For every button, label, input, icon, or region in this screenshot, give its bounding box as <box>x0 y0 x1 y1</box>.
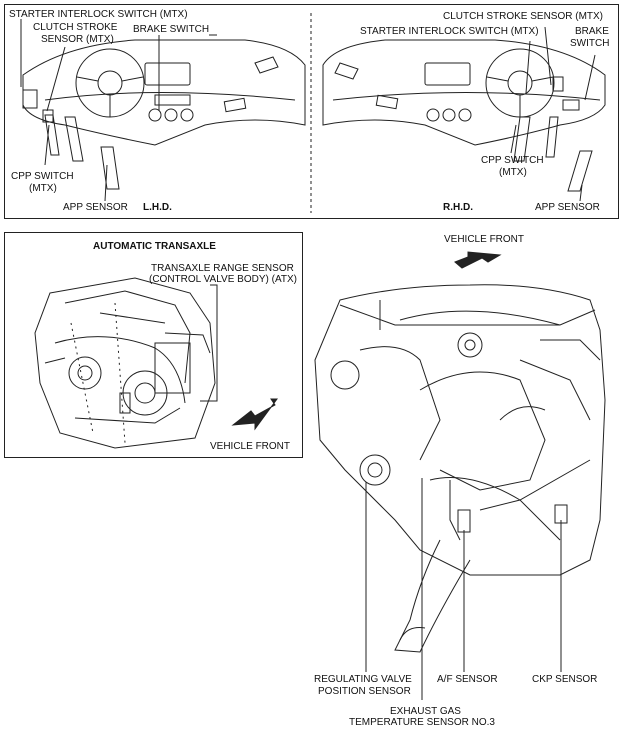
dashboard-illustrations <box>20 13 606 213</box>
exhaust-gas-label-2: TEMPERATURE SENSOR NO.3 <box>349 717 495 728</box>
lhd-clutch-stroke-label-2: SENSOR (MTX) <box>41 34 114 45</box>
af-sensor-label: A/F SENSOR <box>437 674 498 685</box>
regulating-valve-label-1: REGULATING VALVE <box>314 674 412 685</box>
lhd-app-sensor-label: APP SENSOR <box>63 202 128 213</box>
rhd-brake-switch-label-2: SWITCH <box>570 38 610 49</box>
transaxle-illustration <box>34 277 278 449</box>
lhd-dashboard-outline <box>22 39 306 146</box>
rhd-cpp-switch-label-2: (MTX) <box>499 167 527 178</box>
lhd-drive-side-label: L.H.D. <box>143 202 172 213</box>
engine-vehicle-front-label: VEHICLE FRONT <box>444 234 525 245</box>
lhd-cpp-switch-label-1: CPP SWITCH <box>11 171 74 182</box>
lhd-clutch-stroke-label-1: CLUTCH STROKE <box>33 22 118 33</box>
lhd-brake-switch-label: BRAKE SWITCH <box>133 24 210 35</box>
transaxle-vehicle-front-label: VEHICLE FRONT <box>210 441 291 452</box>
lhd-cpp-switch-label-2: (MTX) <box>29 183 57 194</box>
transaxle-title: AUTOMATIC TRANSAXLE <box>93 241 216 252</box>
rhd-starter-interlock-label: STARTER INTERLOCK SWITCH (MTX) <box>360 26 539 37</box>
transaxle-panel: AUTOMATIC TRANSAXLE TRANSAXLE RANGE SENS… <box>4 232 303 458</box>
rhd-pedals <box>513 116 593 192</box>
rhd-brake-switch-label-1: BRAKE <box>575 26 609 37</box>
regulating-valve-label-2: POSITION SENSOR <box>318 686 411 697</box>
lhd-starter-interlock-label: STARTER INTERLOCK SWITCH (MTX) <box>9 9 188 20</box>
exhaust-gas-label-1: EXHAUST GAS <box>390 706 461 717</box>
rhd-drive-side-label: R.H.D. <box>443 202 473 213</box>
ckp-sensor-label: CKP SENSOR <box>532 674 598 685</box>
rhd-cpp-switch-label-1: CPP SWITCH <box>481 155 544 166</box>
dashboard-panel: STARTER INTERLOCK SWITCH (MTX) CLUTCH ST… <box>4 4 619 219</box>
rhd-clutch-stroke-label: CLUTCH STROKE SENSOR (MTX) <box>443 11 604 22</box>
rhd-app-sensor-label: APP SENSOR <box>535 202 600 213</box>
lhd-pedals <box>44 114 120 190</box>
transaxle-range-sensor-label-2: (CONTROL VALVE BODY) (ATX) <box>149 274 297 285</box>
rhd-dashboard-outline <box>322 39 606 146</box>
transaxle-range-sensor-label-1: TRANSAXLE RANGE SENSOR <box>151 263 294 274</box>
engine-vehicle-front-arrow <box>454 251 502 269</box>
transaxle-vehicle-front-arrow <box>231 398 278 431</box>
